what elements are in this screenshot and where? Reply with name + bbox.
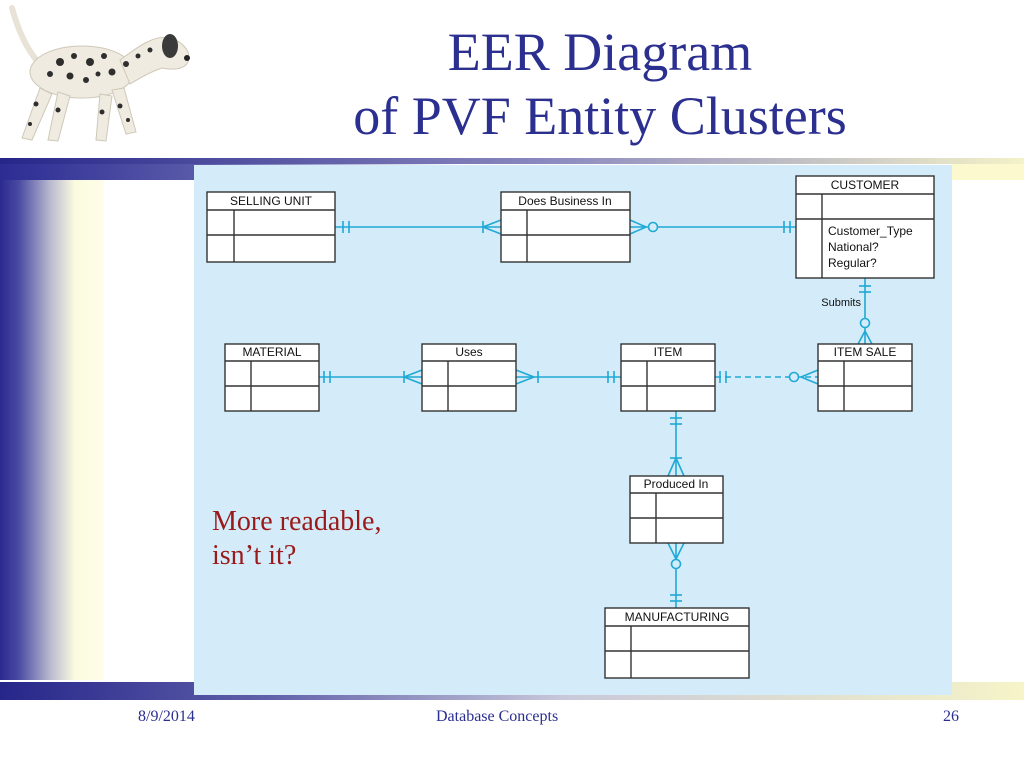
slide-title: EER Diagram of PVF Entity Clusters (240, 20, 960, 148)
entity-manufacturing (604, 607, 750, 679)
entity-name-material: MATERIAL (242, 345, 301, 359)
dalmatian-dog-icon (9, 5, 190, 142)
slide-title-line1: EER Diagram (447, 22, 753, 82)
footer-date: 8/9/2014 (138, 708, 195, 725)
entity-does-business-in (500, 191, 631, 263)
customer-attribute-national: National? (828, 240, 879, 254)
right-accent-strip (952, 164, 1024, 180)
entity-uses (421, 343, 517, 412)
entity-name-manufacturing: MANUFACTURING (625, 610, 730, 624)
entity-item-sale (817, 343, 913, 412)
entity-name-produced-in: Produced In (644, 477, 709, 491)
slide-note-line1: More readable, (212, 506, 382, 537)
slide-note: More readable, isn’t it? (212, 505, 381, 573)
customer-attribute-regular: Regular? (828, 256, 877, 270)
entity-name-item: ITEM (654, 345, 683, 359)
entity-name-selling-unit: SELLING UNIT (230, 194, 313, 208)
entity-name-does-business-in: Does Business In (518, 194, 611, 208)
slide-note-line2: isn’t it? (212, 540, 297, 571)
footer-title: Database Concepts (436, 708, 559, 725)
entity-name-customer: CUSTOMER (831, 178, 900, 192)
entity-name-item-sale: ITEM SALE (834, 345, 897, 359)
entity-name-uses: Uses (455, 345, 482, 359)
top-gradient-band (0, 158, 1024, 164)
relationship-label-submits: Submits (821, 297, 861, 309)
footer-page-number: 26 (943, 708, 959, 725)
entity-material (224, 343, 320, 412)
left-gradient-bar (0, 180, 104, 680)
eer-diagram: SELLING UNIT Does Business In CUSTOMER M… (206, 175, 935, 679)
entity-customer (795, 175, 935, 279)
eer-diagram-panel: SELLING UNIT Does Business In CUSTOMER M… (194, 165, 952, 695)
entity-selling-unit (206, 191, 336, 263)
slide-title-line2: of PVF Entity Clusters (353, 86, 847, 146)
customer-attribute-type: Customer_Type (828, 224, 913, 238)
entity-produced-in (629, 475, 724, 544)
entity-item (620, 343, 716, 412)
